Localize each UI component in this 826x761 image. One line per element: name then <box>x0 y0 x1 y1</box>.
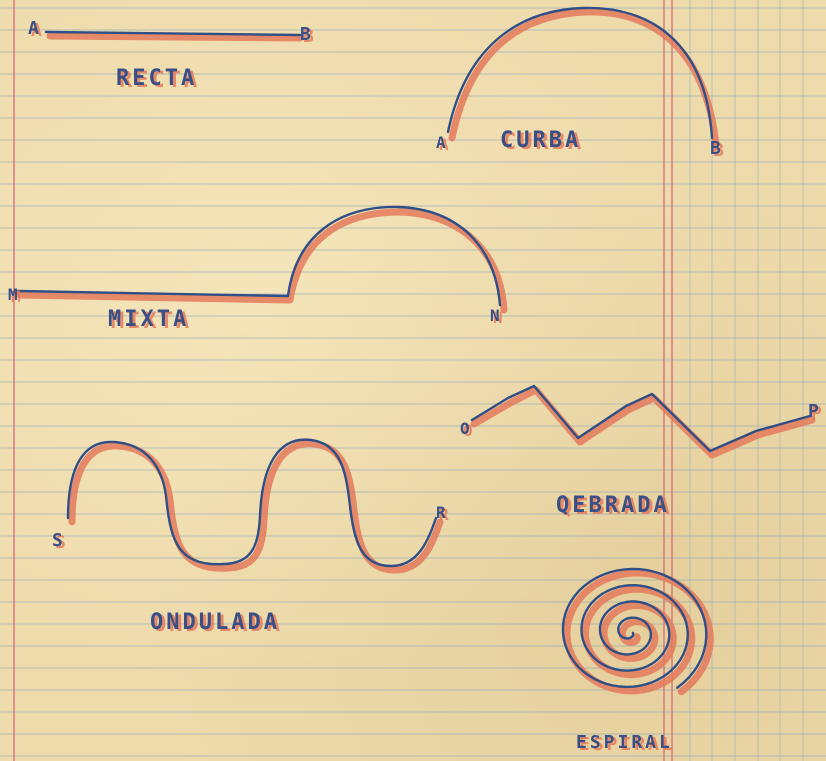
straight-line-drawing <box>46 32 300 38</box>
curba-end-label: B <box>710 138 721 159</box>
recta-end-label: B <box>300 24 311 45</box>
curba-caption: CURBA <box>500 128 581 153</box>
quebrada-end-label: P <box>808 401 819 422</box>
mixta-caption: MIXTA <box>108 307 189 332</box>
curba-start-label: A <box>436 133 446 152</box>
recta-caption: RECTA <box>116 66 197 91</box>
broken-line-drawing <box>472 386 812 455</box>
quebrada-caption: QEBRADA <box>556 493 670 518</box>
spiral-drawing <box>563 569 710 692</box>
curved-line-drawing <box>448 8 716 145</box>
mixta-start-label: M <box>8 285 18 304</box>
espiral-caption: ESPIRAL <box>576 732 673 753</box>
recta-start-label: A <box>28 18 39 39</box>
ondulada-start-label: S <box>52 530 63 551</box>
quebrada-start-label: O <box>460 419 470 438</box>
mixta-end-label: N <box>490 306 500 325</box>
ondulada-end-label: R <box>436 503 446 522</box>
mixed-line-drawing <box>18 207 504 310</box>
ondulada-caption: ONDULADA <box>150 610 280 635</box>
wavy-line-drawing <box>68 440 440 570</box>
